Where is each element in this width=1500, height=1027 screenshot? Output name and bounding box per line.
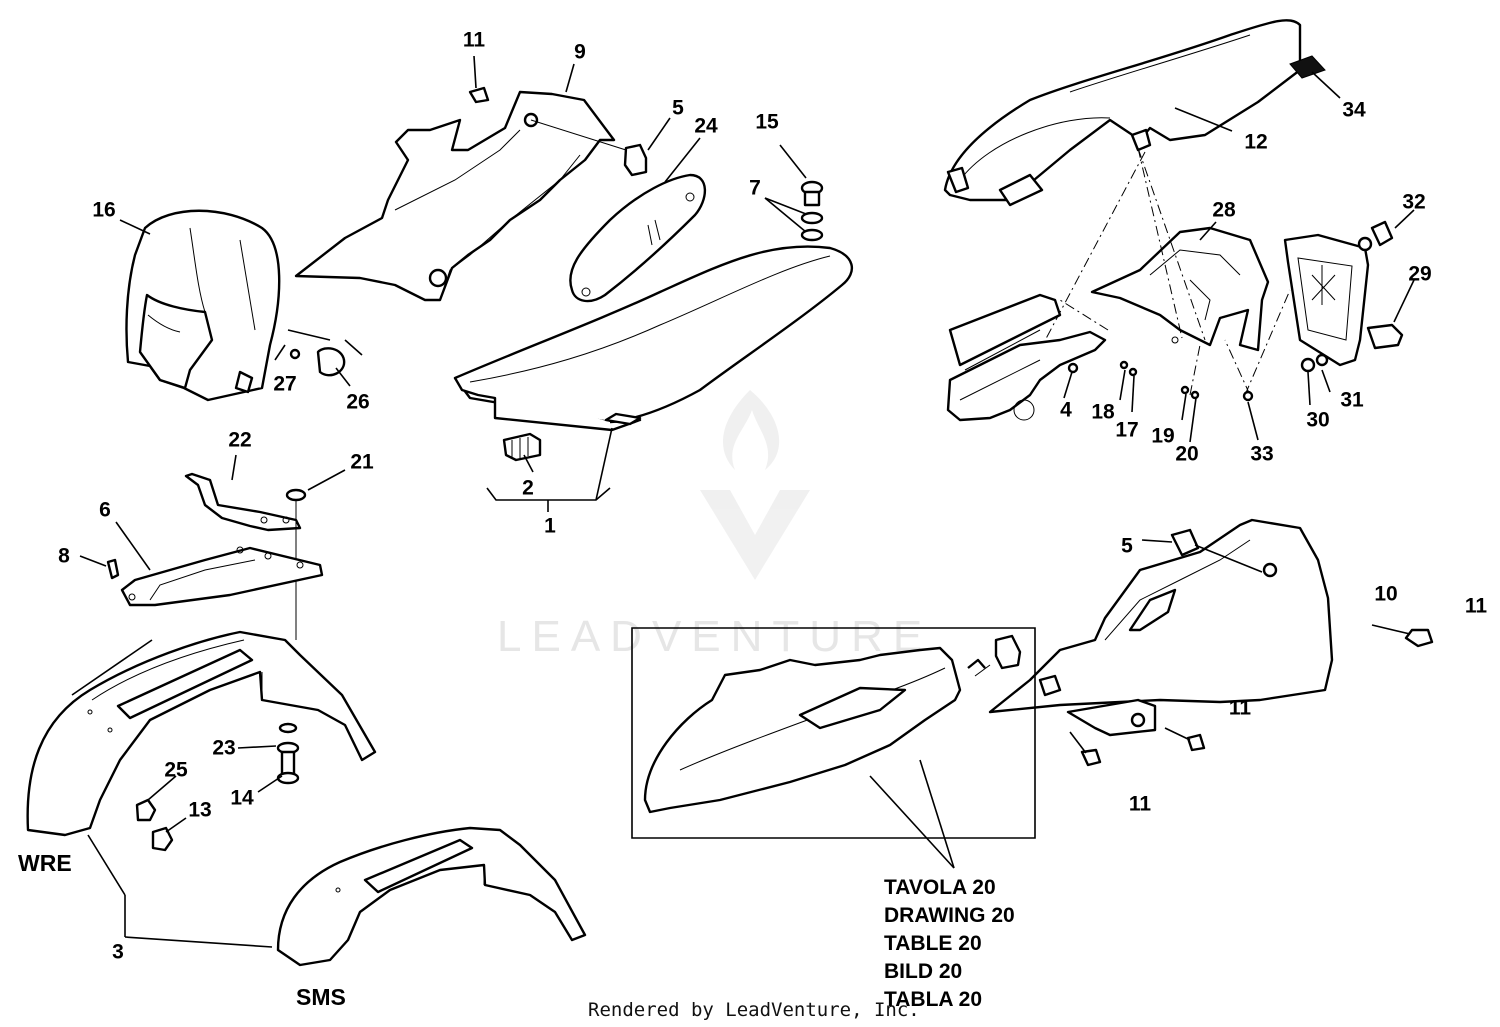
bracket-part-1: [486, 487, 611, 501]
callout-25: 25: [164, 758, 188, 782]
rear-fender: [943, 19, 1302, 207]
drawing-ref-line: TABLA 20: [884, 988, 983, 1011]
variant-label-sms: SMS: [296, 984, 346, 1010]
drawing-ref-line: BILD 20: [884, 960, 963, 983]
callout-5: 5: [672, 96, 684, 120]
window-panel: [569, 173, 707, 303]
callout-6: 6: [99, 498, 111, 522]
callout-28: 28: [1212, 198, 1236, 222]
bolt: [276, 722, 300, 785]
callout-26: 26: [346, 390, 370, 414]
subframe: [946, 293, 1107, 422]
leader-lines: [79, 55, 1415, 833]
seat: [453, 245, 854, 432]
callout-27: 27: [273, 372, 297, 396]
side-panel-left: [294, 90, 616, 302]
front-fender-wre: [26, 630, 377, 948]
callout-32: 32: [1402, 190, 1426, 214]
watermark: LEADVENTURE: [497, 612, 933, 661]
watermark-logo: [700, 390, 810, 580]
license-plate-frame: [1283, 220, 1404, 373]
callout-23: 23: [212, 736, 236, 760]
variant-label-wre: WRE: [18, 850, 72, 876]
drawing-ref-line: TABLE 20: [884, 932, 982, 955]
drawing-reference: TAVOLA 20 DRAWING 20 TABLE 20 BILD 20 TA…: [884, 874, 1015, 1014]
callout-3: 3: [112, 940, 124, 964]
callout-14: 14: [230, 786, 254, 810]
callout-12: 12: [1244, 130, 1268, 154]
callout-7: 7: [749, 176, 761, 200]
callout-9: 9: [574, 40, 586, 64]
callout-18: 18: [1091, 400, 1115, 424]
callout-34: 34: [1342, 98, 1366, 122]
callout-11: 11: [1128, 792, 1152, 816]
callout-16: 16: [92, 198, 116, 222]
callout-4: 4: [1060, 398, 1072, 422]
callout-19: 19: [1151, 424, 1175, 448]
callout-21: 21: [350, 450, 374, 474]
fender-bracket: [106, 546, 324, 607]
callout-29: 29: [1408, 262, 1432, 286]
callout-11: 11: [462, 28, 486, 52]
headlight-fairing: [125, 209, 281, 402]
callout-1: 1: [544, 514, 556, 538]
callout-20: 20: [1175, 442, 1199, 466]
footer-credit: Rendered by LeadVenture, Inc.: [588, 999, 920, 1021]
callout-8: 8: [58, 544, 70, 568]
front-fender-sms: [276, 826, 587, 967]
drawing-ref-line: TAVOLA 20: [884, 876, 996, 899]
clamp: [274, 329, 363, 377]
callout-15: 15: [755, 110, 779, 134]
plate-bracket: [1090, 226, 1270, 352]
callout-10: 10: [1374, 582, 1398, 606]
callout-2: 2: [522, 476, 534, 500]
rubber-block: [502, 432, 542, 462]
callout-17: 17: [1115, 418, 1139, 442]
fender-nuts: [135, 798, 174, 852]
drawing-ref-line: DRAWING 20: [884, 904, 1015, 927]
callout-11: 11: [1228, 696, 1252, 720]
screws-right: [1069, 624, 1434, 767]
clip-nut-top: [530, 119, 648, 177]
side-panel-right: [988, 518, 1334, 737]
callout-24: 24: [694, 114, 718, 138]
callout-5: 5: [1121, 534, 1133, 558]
callout-31: 31: [1340, 388, 1364, 412]
callout-30: 30: [1306, 408, 1330, 432]
small-fasteners: [1067, 360, 1254, 402]
callout-22: 22: [228, 428, 252, 452]
callout-11: 11: [1464, 594, 1488, 618]
inset-drawing-20: [631, 627, 1036, 869]
callout-33: 33: [1250, 442, 1274, 466]
rear-pad: [1289, 55, 1326, 79]
fastener-stack: [800, 180, 824, 242]
callout-13: 13: [188, 798, 212, 822]
